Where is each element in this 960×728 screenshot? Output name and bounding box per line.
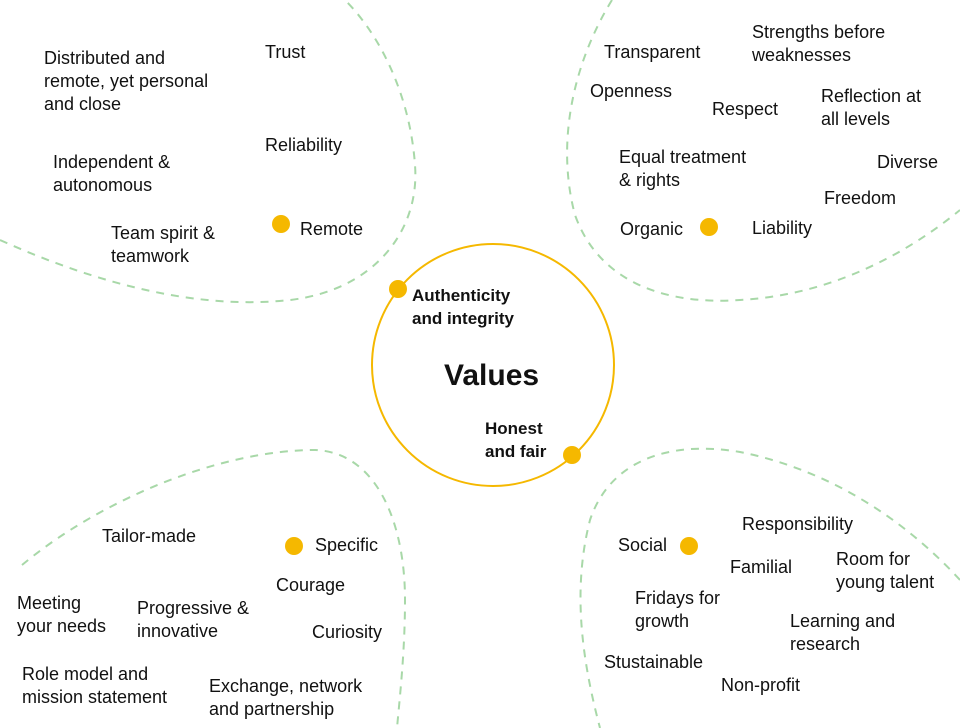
specific-item: Courage [276,575,346,595]
social-item: Learning and research [790,611,896,654]
specific-item: Curiosity [312,622,383,642]
specific-item: Meeting your needs [17,593,107,636]
organic-item: Diverse [877,152,939,172]
social-item: Room for young talent [836,549,935,592]
specific-petal-outline [21,448,407,728]
specific-item: Tailor-made [102,526,197,546]
organic-item: Equal treatment & rights [619,147,747,190]
remote-item: Trust [265,42,306,62]
specific-item: Exchange, network and partnership [209,676,363,719]
authenticity-label: Authenticity and integrity [412,286,515,328]
remote-item: Distributed and remote, yet personal and… [44,48,209,114]
social-item: Non-profit [721,675,801,695]
specific-item: Role model and mission statement [22,664,168,707]
organic-item: Respect [712,99,779,119]
values-title: Values [444,359,540,392]
organic-item: Strengths before weaknesses [752,22,886,65]
specific-item: Progressive & innovative [137,598,250,641]
social-hub-label: Social [618,535,668,555]
organic-hub-label: Organic [620,219,684,239]
organic-item: Freedom [824,188,897,208]
social-hub-dot [680,537,698,555]
organic-item: Openness [590,81,673,101]
organic-petal-outline [566,0,960,302]
values-center-circle [371,243,615,487]
specific-hub-dot [285,537,303,555]
organic-item: Reflection at all levels [821,86,922,129]
remote-item: Reliability [265,135,343,155]
honest-marker-dot [563,446,581,464]
organic-item: Liability [752,218,813,238]
social-item: Fridays for growth [635,588,721,631]
organic-item: Transparent [604,42,701,62]
social-item: Familial [730,557,793,577]
social-petal-outline [579,447,960,728]
remote-item: Independent & autonomous [53,152,171,195]
authenticity-marker-dot [389,280,407,298]
honest-label: Honest and fair [485,419,547,461]
organic-hub-dot [700,218,718,236]
social-item: Responsibility [742,514,854,534]
remote-hub-dot [272,215,290,233]
social-item: Stustainable [604,652,704,672]
remote-petal-outline [0,0,417,304]
specific-hub-label: Specific [315,535,379,555]
remote-hub-label: Remote [300,219,364,239]
remote-item: Team spirit & teamwork [111,223,216,266]
